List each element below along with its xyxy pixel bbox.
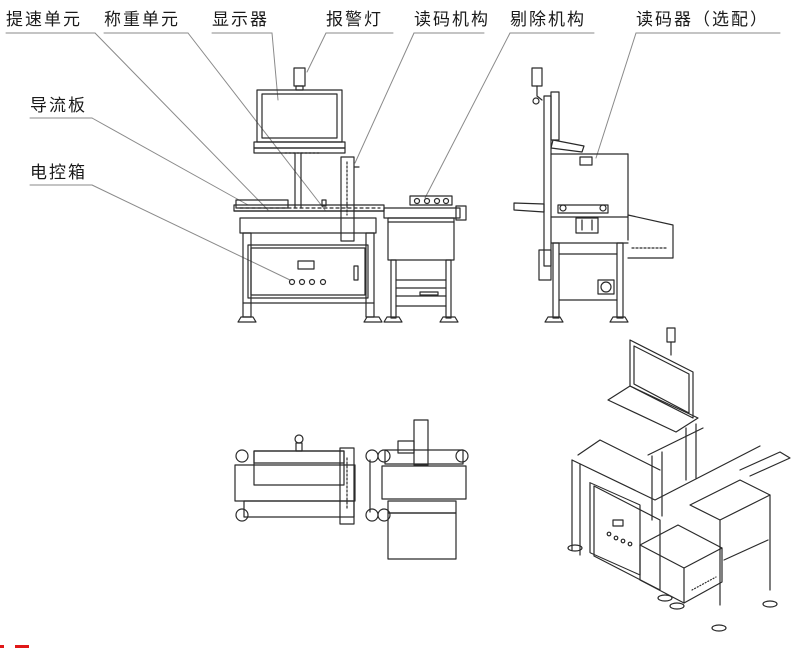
front-table — [239, 217, 377, 234]
leader-lines — [5, 32, 781, 281]
callout-weighing-unit: 称重单元 — [104, 10, 180, 30]
cabinet-display — [297, 260, 315, 270]
leader-reject — [424, 32, 511, 199]
side-view — [513, 67, 674, 323]
front-control-cabinet — [247, 244, 369, 299]
red-edge-mark — [15, 645, 29, 648]
callout-code-reader-optional: 读码器（选配） — [636, 10, 769, 30]
leader-speedup — [94, 32, 269, 211]
top-reject-bin — [387, 512, 457, 560]
top-code-reader-column — [339, 447, 355, 525]
front-view — [233, 67, 467, 323]
front-alarm-light — [293, 67, 306, 87]
side-code-reader — [579, 156, 593, 166]
leader-guide — [91, 117, 249, 206]
callout-reject-mechanism: 剔除机构 — [510, 10, 586, 30]
iso-control-cabinet — [593, 485, 661, 591]
red-edge-mark — [0, 645, 4, 648]
top-view — [234, 419, 469, 560]
leader-code-reader-opt — [595, 32, 637, 159]
iso-reject-bin — [639, 524, 723, 569]
iso-view — [567, 327, 791, 632]
callout-alarm-light: 报警灯 — [326, 10, 383, 30]
callout-speedup-unit: 提速单元 — [6, 10, 82, 30]
leader-code-reader-mech — [354, 32, 415, 164]
front-reject-mechanism — [409, 195, 453, 206]
callout-code-reading-mechanism: 读码机构 — [414, 10, 490, 30]
leader-control-box — [91, 184, 291, 281]
leader-alarm — [306, 32, 327, 73]
callout-display: 显示器 — [212, 10, 269, 30]
side-fan — [597, 279, 615, 295]
callout-guide-plate: 导流板 — [30, 96, 87, 116]
front-code-reader-column — [340, 156, 355, 242]
front-monitor — [256, 89, 343, 143]
callout-control-box: 电控箱 — [30, 163, 87, 183]
leader-display — [271, 32, 279, 101]
side-alarm-light — [531, 67, 543, 87]
iso-monitor — [629, 339, 694, 419]
